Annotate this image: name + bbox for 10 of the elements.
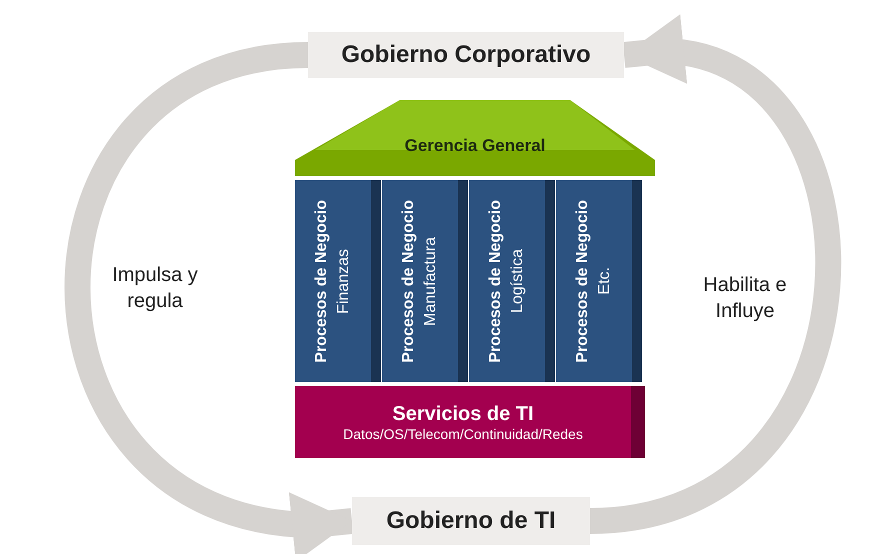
roof-shape: Gerencia General: [295, 100, 655, 176]
title-box: Gobierno Corporativo: [308, 32, 624, 78]
pillar: Procesos de Negocio Etc.: [556, 180, 642, 382]
pillar: Procesos de Negocio Manufactura: [382, 180, 468, 382]
curved-arrow: [588, 14, 840, 534]
pillar: Procesos de Negocio Logística: [469, 180, 555, 382]
title-box: Gobierno de TI: [352, 497, 590, 545]
foundation-block: Servicios de TI Datos/OS/Telecom/Continuidad/Redes: [295, 386, 645, 458]
pillar: Procesos de Negocio Finanzas: [295, 180, 381, 382]
curved-arrow: [64, 42, 354, 554]
